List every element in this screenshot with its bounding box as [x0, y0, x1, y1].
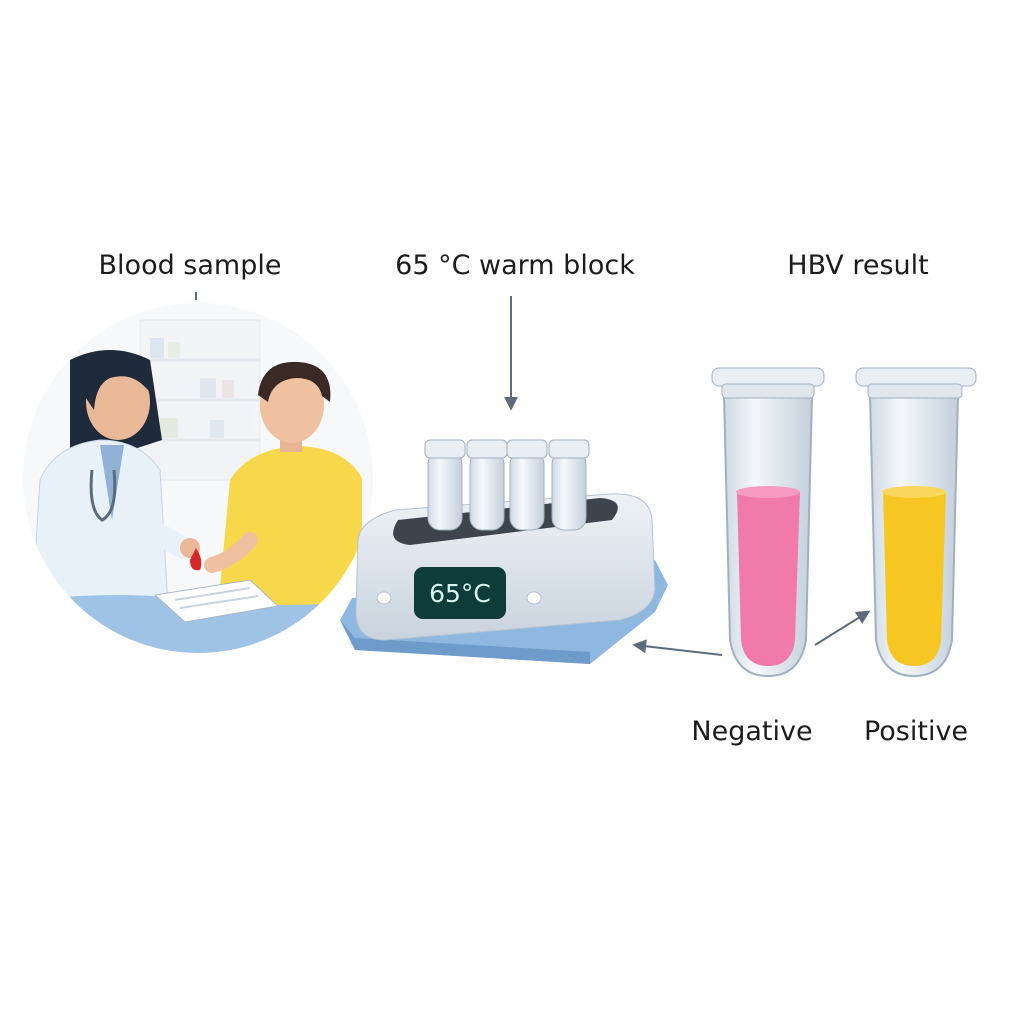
- negative-liquid: [737, 492, 800, 666]
- warm-block-device: 65°C: [340, 296, 668, 664]
- positive-liquid: [883, 492, 946, 666]
- blood-sample-label: Blood sample: [98, 250, 282, 281]
- negative-label: Negative: [691, 716, 813, 747]
- positive-arrow: [814, 610, 871, 646]
- doctor: [29, 350, 200, 641]
- indicator-light-left: [376, 591, 392, 605]
- clinic-shelves: [139, 319, 261, 481]
- blood-drop: [190, 548, 202, 571]
- temperature-display: [414, 567, 506, 619]
- display-readout: 65°C: [429, 579, 491, 608]
- block-tube: [424, 439, 466, 531]
- positive-tube: [855, 367, 977, 678]
- negative-tube: [711, 367, 825, 678]
- block-tubes: [424, 439, 590, 531]
- hbv-result-label: HBV result: [787, 250, 929, 281]
- clipboard: [153, 579, 280, 623]
- result-arrows: [632, 610, 871, 656]
- negative-arrow: [632, 639, 723, 656]
- block-tube: [466, 439, 508, 531]
- blood-sample-scene: [23, 292, 373, 653]
- block-tube: [548, 439, 590, 531]
- warm-block-label: 65 °C warm block: [395, 250, 635, 281]
- block-tube: [506, 439, 548, 531]
- positive-label: Positive: [863, 716, 969, 747]
- indicator-light-right: [526, 591, 542, 605]
